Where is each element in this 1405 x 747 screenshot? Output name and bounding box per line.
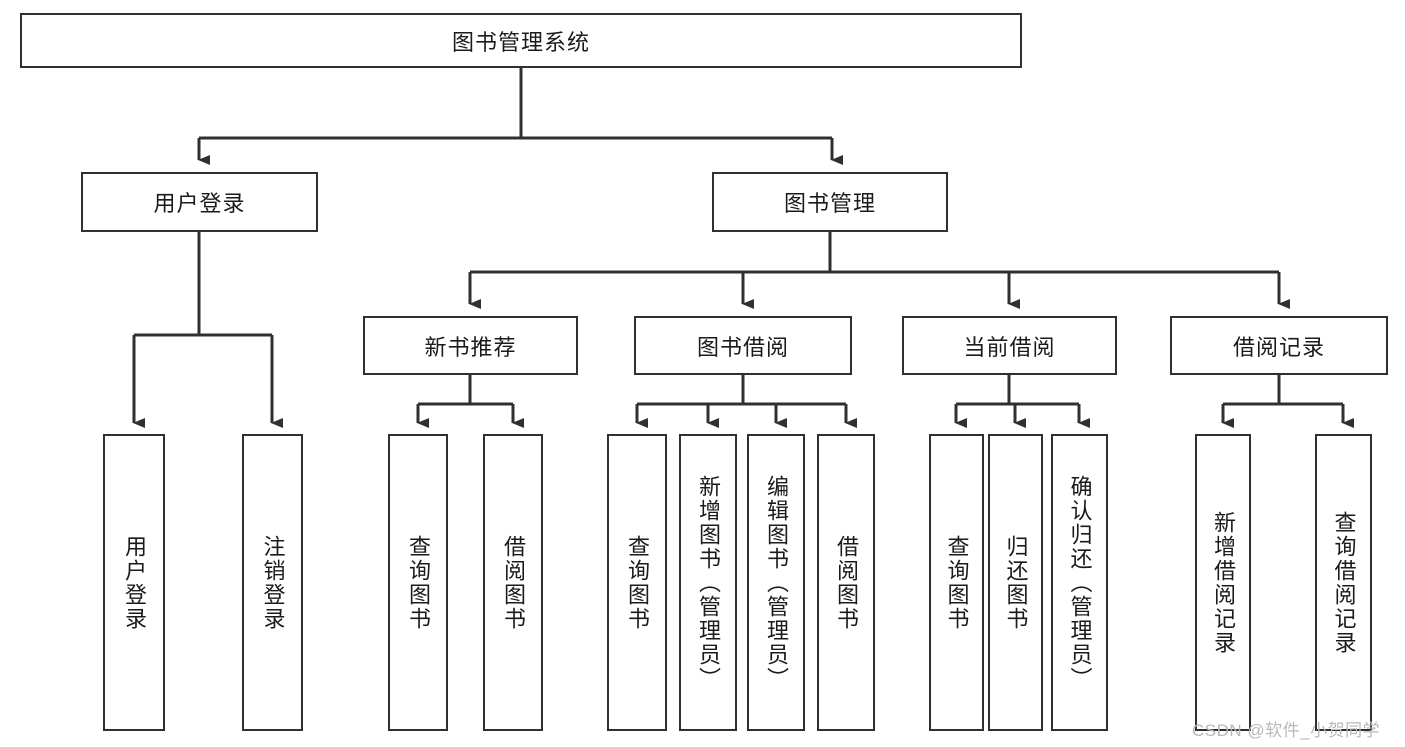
node-new-book-recommend-label: 新书推荐 (424, 334, 517, 360)
leaf-borrow-book-newbook-label: 借阅图书 (500, 534, 526, 631)
leaf-query-book-newbook-label: 查询图书 (405, 534, 431, 631)
leaf-add-book-admin-label: 新增图书（管理员） (695, 474, 721, 691)
node-current-borrow[interactable]: 当前借阅 (902, 316, 1117, 375)
node-book-borrow-label: 图书借阅 (696, 334, 789, 360)
leaf-logout[interactable]: 注销登录 (242, 434, 303, 731)
leaf-borrow-book[interactable]: 借阅图书 (817, 434, 875, 731)
leaf-borrow-book-newbook[interactable]: 借阅图书 (483, 434, 543, 731)
leaf-borrow-book-label: 借阅图书 (833, 534, 859, 631)
leaf-query-book-current[interactable]: 查询图书 (929, 434, 984, 731)
leaf-confirm-return-admin[interactable]: 确认归还（管理员） (1051, 434, 1108, 731)
leaf-query-book-borrow-label: 查询图书 (624, 534, 650, 631)
node-root[interactable]: 图书管理系统 (20, 13, 1022, 68)
node-root-label: 图书管理系统 (451, 29, 590, 55)
node-book-management[interactable]: 图书管理 (712, 172, 948, 232)
leaf-query-borrow-record-label: 查询借阅记录 (1331, 510, 1357, 655)
leaf-user-login[interactable]: 用户登录 (103, 434, 165, 731)
leaf-query-book-current-label: 查询图书 (944, 534, 970, 631)
leaf-add-borrow-record-label: 新增借阅记录 (1210, 510, 1236, 655)
leaf-add-book-admin[interactable]: 新增图书（管理员） (679, 434, 737, 731)
node-borrow-record-label: 借阅记录 (1232, 334, 1325, 360)
csdn-watermark: CSDN @软件_小贺同学 (1192, 721, 1381, 740)
leaf-add-borrow-record[interactable]: 新增借阅记录 (1195, 434, 1251, 731)
node-book-management-label: 图书管理 (783, 191, 876, 216)
leaf-return-book-label: 归还图书 (1003, 534, 1029, 631)
leaf-query-borrow-record[interactable]: 查询借阅记录 (1315, 434, 1372, 731)
leaf-return-book[interactable]: 归还图书 (988, 434, 1043, 731)
leaf-edit-book-admin-label: 编辑图书（管理员） (763, 474, 789, 691)
node-user-login[interactable]: 用户登录 (81, 172, 318, 232)
node-book-borrow[interactable]: 图书借阅 (634, 316, 852, 375)
leaf-user-login-label: 用户登录 (121, 534, 147, 631)
leaf-logout-label: 注销登录 (260, 534, 286, 631)
node-borrow-record[interactable]: 借阅记录 (1170, 316, 1388, 375)
leaf-confirm-return-admin-label: 确认归还（管理员） (1067, 474, 1093, 691)
node-user-login-label: 用户登录 (153, 191, 246, 216)
node-new-book-recommend[interactable]: 新书推荐 (363, 316, 578, 375)
leaf-edit-book-admin[interactable]: 编辑图书（管理员） (747, 434, 805, 731)
leaf-query-book-borrow[interactable]: 查询图书 (607, 434, 667, 731)
node-current-borrow-label: 当前借阅 (963, 334, 1056, 360)
leaf-query-book-newbook[interactable]: 查询图书 (388, 434, 448, 731)
